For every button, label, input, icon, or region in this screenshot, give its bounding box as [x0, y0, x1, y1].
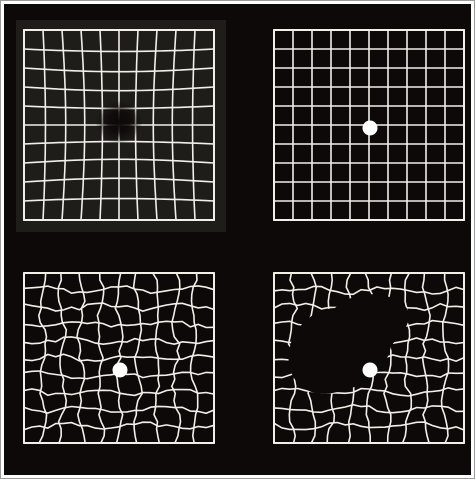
fixation-dot — [363, 363, 378, 378]
grid-panel-top-left — [16, 20, 226, 232]
fixation-dot — [363, 121, 378, 136]
central-dark-spot — [95, 100, 143, 144]
fixation-dot — [113, 363, 128, 378]
